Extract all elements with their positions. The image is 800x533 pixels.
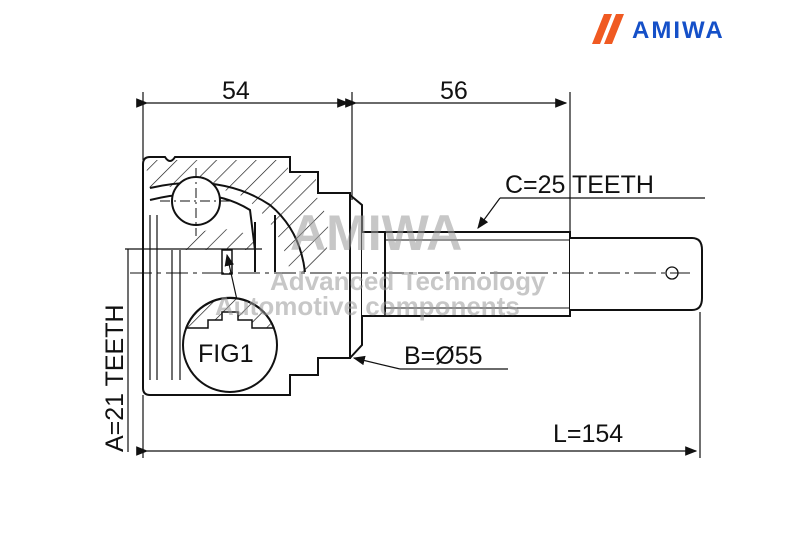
logo-text: AMIWA [632, 17, 725, 44]
c-teeth-label: C=25 TEETH [505, 171, 654, 199]
l-length-label: L=154 [553, 420, 623, 448]
b-diameter-label: B=Ø55 [404, 342, 483, 370]
fig1-detail: FIG1 [182, 253, 278, 393]
b-leader [352, 355, 508, 370]
c-leader [477, 197, 705, 229]
svg-text:AMIWA: AMIWA [290, 205, 462, 261]
watermark: AMIWA Advanced Technology Automotive com… [215, 205, 546, 321]
a-teeth-label: A=21 TEETH [101, 304, 129, 452]
fig1-label: FIG1 [198, 340, 254, 368]
svg-text:Automotive components: Automotive components [215, 291, 520, 321]
top-dimensions [136, 92, 571, 232]
shaft [362, 231, 703, 317]
svg-text:Advanced Technology: Advanced Technology [270, 266, 546, 296]
dim-56: 56 [440, 77, 468, 105]
amiwa-logo: AMIWA [592, 14, 725, 44]
l-dimension [136, 312, 701, 458]
dim-54: 54 [222, 77, 250, 105]
